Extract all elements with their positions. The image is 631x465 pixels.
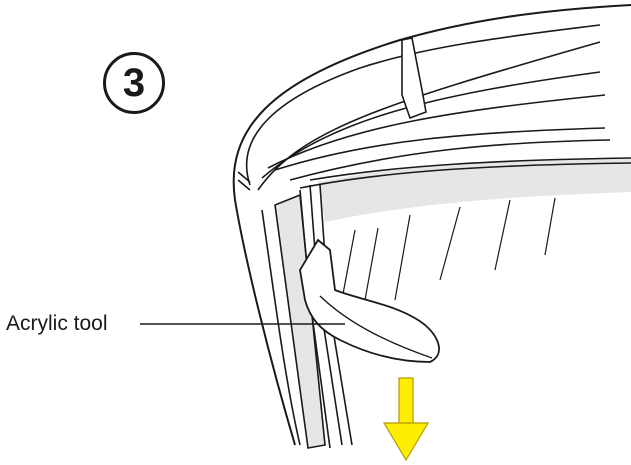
callout-label: Acrylic tool [6,312,108,335]
side-edge-1 [261,209,301,446]
top-clip [401,37,427,120]
housing-outer-edge [232,4,631,446]
frame-inner-edge-2 [309,157,631,181]
housing-vent-marks [237,171,251,191]
step-number: 3 [122,61,146,105]
arrow-down-icon [382,377,430,462]
edge-strip [274,193,326,449]
housing-contour [245,24,601,186]
step-badge: 3 [103,52,165,114]
bezel-line-5 [289,139,611,181]
bezel-line-4 [274,127,606,171]
frame-inner-edge-1 [299,162,631,189]
bezel-line-1 [257,41,601,191]
bezel-line-3 [267,94,606,169]
acrylic-tool [299,238,440,363]
panel-lines [339,197,556,311]
acrylic-tool-edge [319,295,433,359]
